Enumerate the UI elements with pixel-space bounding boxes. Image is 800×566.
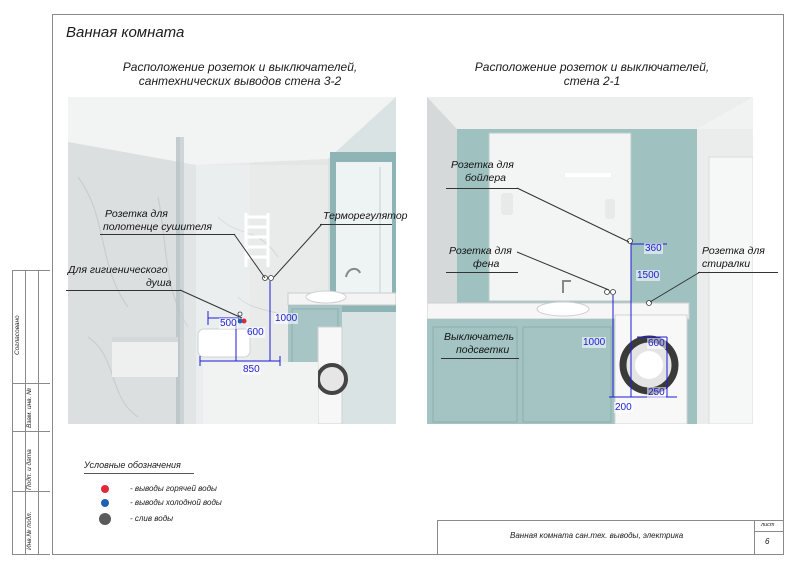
dim-right-600: 600 — [647, 338, 666, 349]
left-view-title: Расположение розеток и выключателей, сан… — [100, 60, 380, 88]
callout-thermostat-underline — [320, 224, 392, 225]
cold-water-dot-icon — [101, 499, 109, 507]
callout-washer-line2: стиралки — [702, 258, 751, 270]
right-view-title-line2: стена 2-1 — [563, 74, 621, 88]
title-block-sheet-number: 6 — [765, 537, 770, 546]
stamp-sign-date-label: Подп. и дата — [26, 449, 33, 490]
callout-thermostat-leader — [273, 223, 323, 278]
callout-towel-dryer-socket: Розетка для полотенце сушителя — [103, 208, 212, 234]
callout-towel-dryer-line1: Розетка для — [105, 208, 168, 220]
title-block: Ванная комната сан.тех. выводы, электрик… — [437, 520, 784, 555]
callout-boiler-leader — [516, 187, 630, 243]
callout-boiler-socket: Розетка для бойлера — [451, 159, 514, 185]
side-stamp-strip — [12, 270, 50, 555]
left-view-title-line1: Расположение розеток и выключателей, — [122, 60, 358, 74]
callout-light-switch-underline — [441, 358, 519, 359]
callout-towel-dryer-leader — [233, 233, 266, 279]
legend-cold-water-label: - выводы холодной воды — [130, 498, 222, 507]
stamp-agreed-label: Согласовано — [14, 315, 21, 355]
sheet-title: Ванная комната — [66, 24, 185, 41]
drawing-frame — [52, 14, 784, 555]
right-view-title-line1: Расположение розеток и выключателей, — [474, 60, 710, 74]
dim-left-850: 850 — [242, 364, 261, 375]
dim-right-360: 360 — [644, 243, 663, 254]
dim-right-250: 250 — [647, 387, 666, 398]
dim-right-1000: 1000 — [582, 337, 607, 348]
wall-3-2-illustration — [68, 97, 396, 424]
callout-washer-underline — [698, 272, 778, 273]
callout-light-switch-line1: Выключатель — [444, 331, 514, 343]
legend-title-underline — [84, 473, 194, 474]
dim-left-500: 500 — [219, 318, 238, 329]
callout-hygienic-shower-line1: Для гигиенического — [68, 264, 168, 276]
callout-hair-dryer-underline — [446, 272, 518, 273]
callout-hygienic-shower: Для гигиенического душа — [68, 264, 172, 290]
callout-hygienic-shower-leader — [179, 289, 243, 319]
dim-left-1000: 1000 — [274, 313, 299, 324]
left-view-title-line2: сантехнических выводов стена 3-2 — [138, 74, 342, 88]
callout-hair-dryer-line1: Розетка для — [449, 245, 512, 257]
callout-boiler-line1: Розетка для — [451, 159, 514, 171]
legend-title: Условные обозначения — [84, 460, 181, 470]
callout-boiler-line2: бойлера — [465, 172, 507, 184]
callout-towel-dryer-underline — [100, 234, 235, 235]
title-block-description: Ванная комната сан.тех. выводы, электрик… — [510, 531, 684, 540]
callout-light-switch: Выключатель подсветки — [444, 331, 514, 357]
legend-hot-water-label: - выводы горячей воды — [130, 484, 217, 493]
hot-water-dot-icon — [101, 485, 109, 493]
callout-boiler-underline — [446, 188, 518, 189]
dim-left-600: 600 — [246, 327, 265, 338]
callout-washer-leader — [649, 271, 701, 303]
callout-hygienic-shower-line2: душа — [146, 277, 172, 289]
callout-thermostat: Терморегулятор — [323, 210, 408, 222]
stamp-replaced-inv-label: Взам. инв. № — [26, 387, 33, 428]
legend-drain-label: - слив воды — [130, 514, 174, 523]
callout-hair-dryer-socket: Розетка для фена — [449, 245, 512, 271]
dim-right-200: 200 — [614, 402, 633, 413]
right-view-title: Расположение розеток и выключателей, сте… — [452, 60, 732, 88]
wall-3-2-rendering — [68, 97, 396, 424]
callout-washer-socket: Розетка для стиралки — [702, 245, 765, 271]
title-block-sheet-label: лист — [761, 522, 775, 528]
callout-hygienic-shower-underline — [66, 290, 181, 291]
callout-light-switch-line2: подсветки — [456, 344, 510, 356]
dim-right-1500: 1500 — [636, 270, 661, 281]
stamp-orig-inv-label: Инв.№ подл. — [26, 511, 33, 550]
callout-hair-dryer-line2: фена — [473, 258, 500, 270]
callout-towel-dryer-line2: полотенце сушителя — [103, 221, 212, 233]
callout-hair-dryer-leader — [516, 251, 610, 291]
callout-washer-line1: Розетка для — [702, 245, 765, 257]
drain-dot-icon — [99, 513, 111, 525]
